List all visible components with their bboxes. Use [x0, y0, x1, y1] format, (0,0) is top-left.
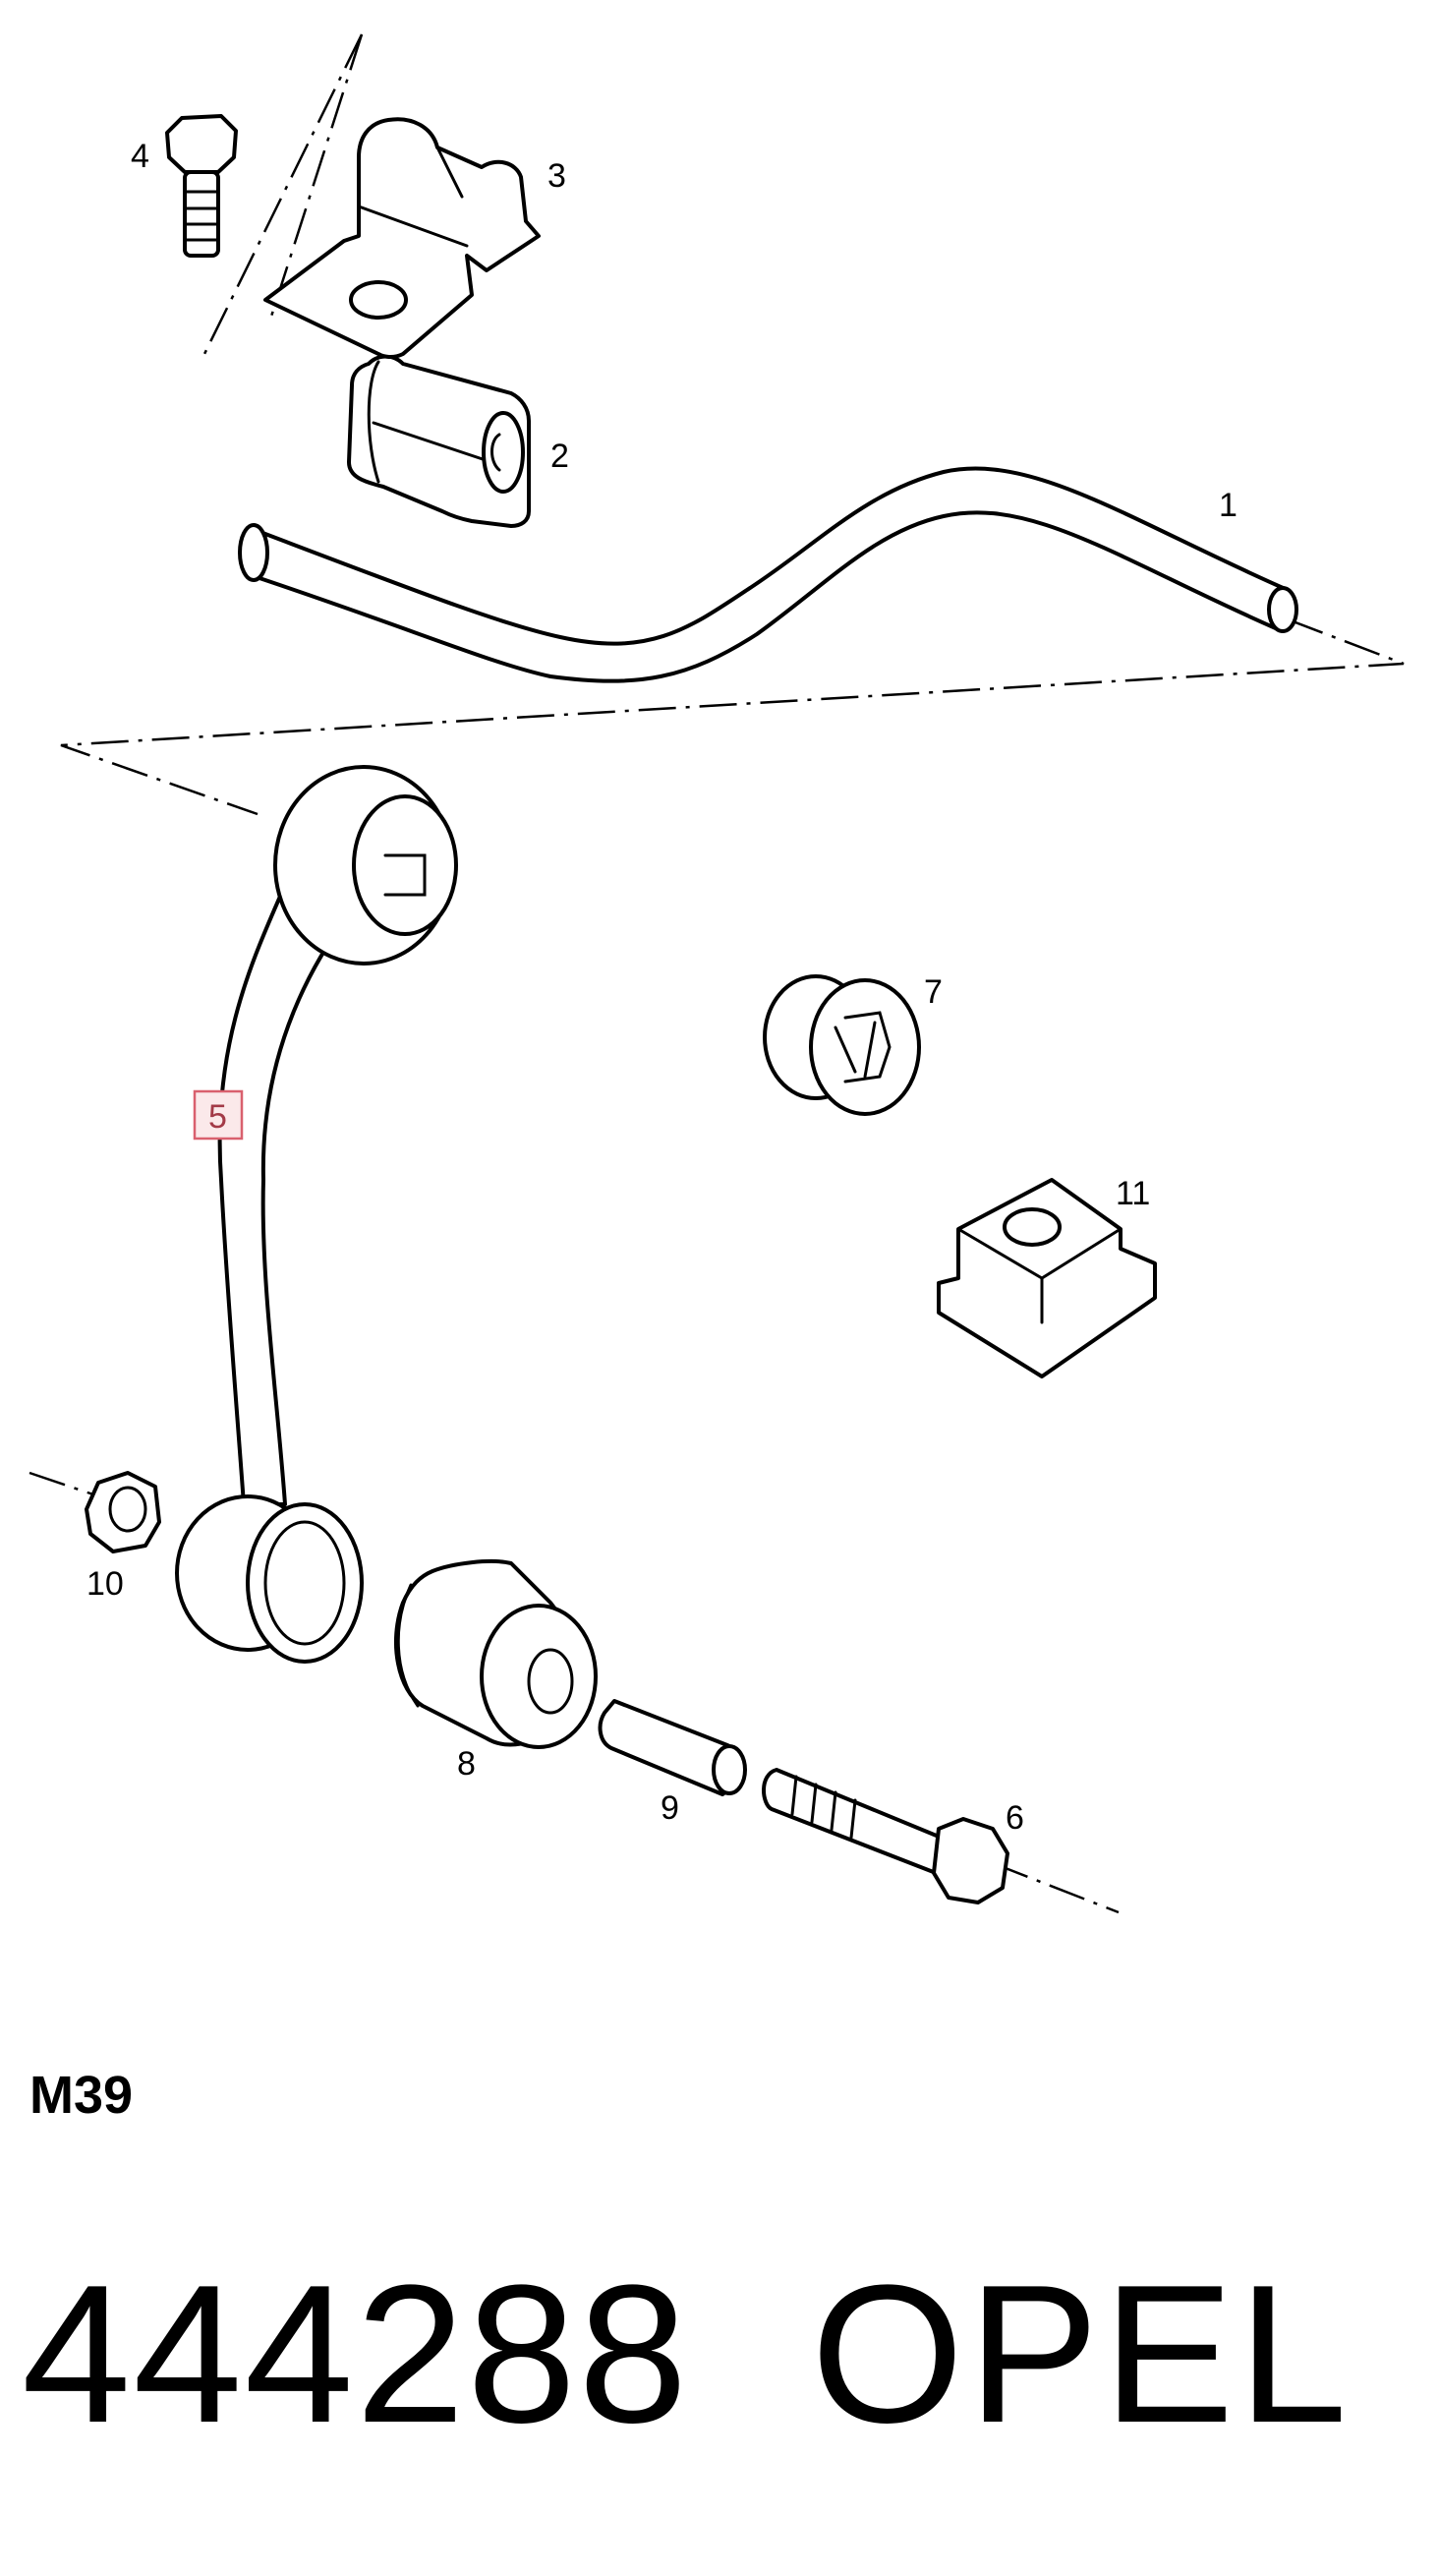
clamp-bracket — [263, 117, 541, 359]
exploded-parts-diagram: 1 2 3 4 5 6 7 8 9 10 11 — [29, 33, 1405, 1914]
brand-name: OPEL — [811, 2245, 1352, 2464]
callout-10: 10 — [86, 1565, 124, 1603]
callout-5-highlight — [193, 1089, 244, 1141]
grommet — [763, 974, 921, 1116]
callout-6: 6 — [1006, 1799, 1024, 1837]
callout-5: 5 — [208, 1098, 227, 1136]
callout-2: 2 — [550, 438, 569, 475]
callout-4: 4 — [131, 138, 149, 175]
guide-lines — [29, 33, 1405, 1914]
callout-9: 9 — [661, 1789, 679, 1827]
callout-7: 7 — [924, 973, 943, 1011]
clip-nut — [937, 1178, 1157, 1378]
callout-labels: 1 2 3 4 5 6 7 8 9 10 11 — [86, 138, 1238, 1837]
stabilizer-bar — [238, 466, 1298, 683]
nut — [85, 1471, 161, 1553]
model-code: M39 — [29, 2066, 134, 2125]
bushing — [347, 354, 531, 528]
bolt-large — [762, 1768, 1009, 1904]
stabilizer-link — [175, 765, 458, 1664]
sleeve — [598, 1699, 747, 1796]
callout-11: 11 — [1116, 1175, 1150, 1212]
bushing-large — [393, 1559, 598, 1749]
callout-8: 8 — [457, 1745, 476, 1783]
callout-1: 1 — [1219, 487, 1238, 524]
bolt-small — [165, 114, 238, 258]
callout-3: 3 — [547, 157, 566, 195]
part-number: 444288 — [22, 2245, 690, 2464]
